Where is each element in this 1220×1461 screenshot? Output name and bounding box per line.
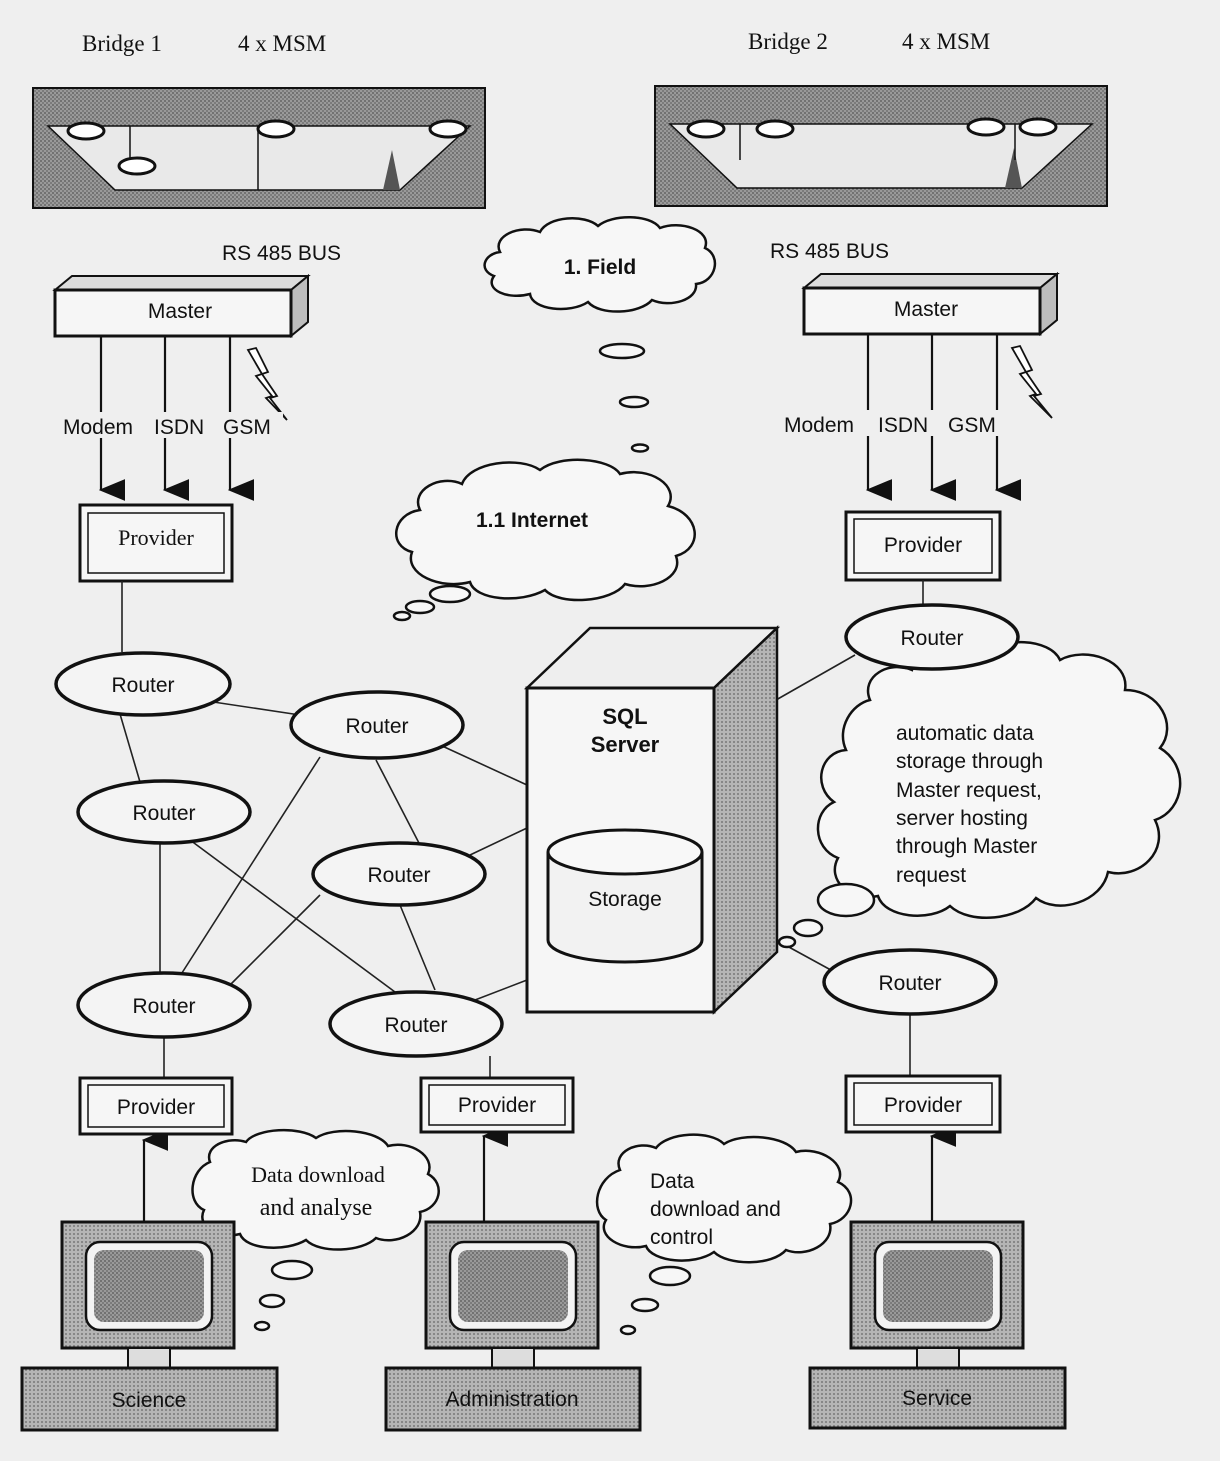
cloud-automatic-line-3: Master request,	[896, 779, 1042, 802]
bridge-2-gsm-label: GSM	[948, 414, 996, 437]
msm-sensor	[66, 121, 106, 141]
cloud-automatic-line-1: automatic data	[896, 722, 1034, 745]
cloud-download-control-line-3: control	[650, 1226, 713, 1249]
cloud-automatic-line-6: request	[896, 864, 966, 887]
cloud-automatic-line-4: server hosting	[896, 807, 1028, 830]
msm-sensor	[966, 117, 1006, 137]
bridge-2-label: Bridge 2	[748, 29, 828, 54]
sql-server-title-line-2: Server	[591, 732, 660, 757]
cloud-automatic-line-5: through Master	[896, 835, 1037, 858]
bridge-2-provider-label: Provider	[884, 534, 962, 557]
msm-sensor	[117, 156, 157, 176]
bridge-1-structure	[32, 87, 486, 209]
terminal-administration-label: Administration	[445, 1388, 578, 1411]
bridge-2-isdn-label: ISDN	[878, 414, 928, 437]
provider-label: Provider	[884, 1094, 962, 1117]
router: Router	[822, 948, 998, 1016]
cloud-internet-label: 1.1 Internet	[476, 509, 588, 532]
router: Router	[76, 971, 252, 1039]
bridge-1-bus-label: RS 485 BUS	[222, 242, 341, 265]
bridge-2-provider: Provider	[844, 510, 1002, 582]
terminal-service: Service	[808, 1220, 1067, 1430]
cloud-field: 1. Field	[483, 216, 717, 453]
cloud-automatic-line-2: storage through	[896, 750, 1043, 773]
monitor-screen-icon	[458, 1250, 568, 1322]
provider-label: Provider	[117, 1096, 195, 1119]
storage-cylinder: Storage	[546, 828, 704, 964]
router: Router	[76, 779, 252, 845]
bridge-2-msm-label: 4 x MSM	[902, 29, 990, 54]
bridge-2-bus-label: RS 485 BUS	[770, 240, 889, 263]
msm-sensor	[256, 119, 296, 139]
cloud-download-control: Data download and control	[595, 1133, 853, 1336]
cloud-download-control-line-2: download and	[650, 1198, 781, 1221]
cloud-download-analyse: Data download and analyse	[191, 1128, 440, 1332]
bridge-2: Bridge 2 4 x MSM RS 485 BUS Master Modem…	[654, 29, 1108, 582]
bridge-1-master: Master	[52, 273, 311, 339]
bridge-1: Bridge 1 4 x MSM RS 485 BUS Master Modem…	[32, 31, 486, 583]
router-label: Router	[367, 864, 430, 887]
bridge-2-structure	[654, 85, 1108, 207]
cloud-field-label: 1. Field	[564, 256, 636, 279]
router: Router	[311, 841, 487, 907]
cloud-internet: 1.1 Internet	[392, 458, 696, 622]
router: Router	[54, 651, 232, 717]
msm-sensor	[755, 119, 795, 139]
router: Router	[328, 990, 504, 1058]
sql-server-title-line-1: SQL	[602, 704, 647, 729]
bridge-1-label: Bridge 1	[82, 31, 162, 56]
monitor-screen-icon	[883, 1250, 993, 1322]
bridge-2-master-label: Master	[894, 298, 958, 321]
cloud-download-analyse-line-2: and analyse	[260, 1195, 373, 1221]
router-label: Router	[345, 715, 408, 738]
provider-label: Provider	[458, 1094, 536, 1117]
lightning-icon	[246, 346, 288, 421]
provider: Provider	[844, 1074, 1002, 1134]
lightning-icon	[1010, 344, 1053, 419]
msm-sensor	[428, 119, 468, 139]
network-links	[119, 580, 957, 1222]
bridge-1-modem-label: Modem	[63, 416, 133, 439]
bridge-1-msm-label: 4 x MSM	[238, 31, 326, 56]
router-label: Router	[900, 627, 963, 650]
storage-label: Storage	[588, 888, 662, 911]
sql-server: SQL Server Storage	[523, 625, 781, 1015]
terminal-science-label: Science	[112, 1389, 187, 1412]
terminal-administration: Administration	[384, 1220, 642, 1432]
router: Router	[289, 690, 465, 760]
bridge-2-modem-label: Modem	[784, 414, 854, 437]
cloud-download-control-line-1: Data	[650, 1170, 695, 1193]
router-label: Router	[878, 972, 941, 995]
bridge-1-isdn-label: ISDN	[154, 416, 204, 439]
bridge-2-master: Master	[801, 271, 1060, 337]
bridge-1-master-label: Master	[148, 300, 212, 323]
bridge-1-provider-label: Provider	[118, 525, 194, 550]
cloud-automatic-storage: automatic data storage through Master re…	[777, 641, 1182, 949]
router-label: Router	[111, 674, 174, 697]
router-label: Router	[132, 802, 195, 825]
router-label: Router	[132, 995, 195, 1018]
cloud-download-analyse-line-1: Data download	[251, 1162, 385, 1187]
msm-sensor	[1018, 117, 1058, 137]
router-label: Router	[384, 1014, 447, 1037]
terminal-service-label: Service	[902, 1387, 972, 1410]
provider: Provider	[78, 1076, 234, 1136]
bridge-2-router: Router	[844, 603, 1020, 671]
provider: Provider	[419, 1076, 575, 1134]
bridge-1-gsm-label: GSM	[223, 416, 271, 439]
bridge-1-provider: Provider	[78, 503, 234, 583]
monitor-screen-icon	[94, 1250, 204, 1322]
terminal-science: Science	[20, 1220, 279, 1432]
msm-sensor	[686, 119, 726, 139]
